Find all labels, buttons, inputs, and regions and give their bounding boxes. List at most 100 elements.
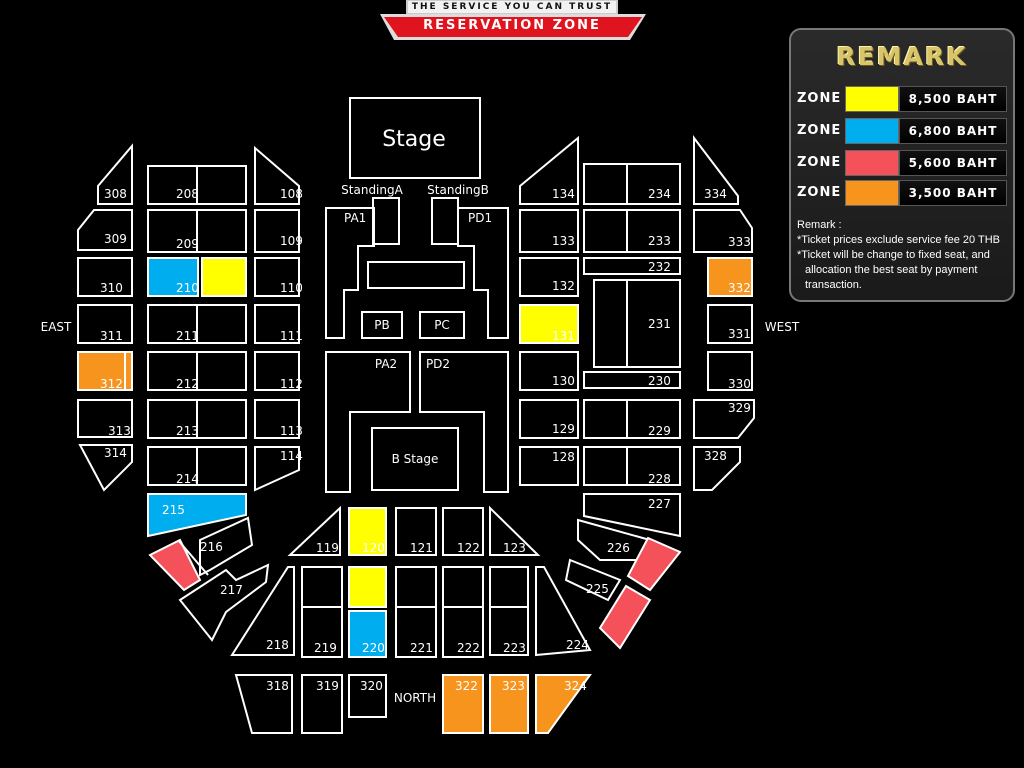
- section-234[interactable]: [583, 163, 681, 205]
- section-223[interactable]: [489, 566, 529, 656]
- section-122[interactable]: [442, 507, 484, 556]
- section-226[interactable]: [577, 518, 652, 561]
- section-131[interactable]: [519, 304, 579, 344]
- section-230[interactable]: [583, 371, 681, 389]
- section-210-blue[interactable]: [147, 257, 199, 297]
- section-label-217: 217: [220, 583, 243, 597]
- section-pb[interactable]: [361, 311, 403, 339]
- section-128[interactable]: [519, 446, 579, 486]
- section-216-red[interactable]: [148, 538, 202, 592]
- section-329[interactable]: [693, 399, 755, 439]
- section-328[interactable]: [693, 446, 741, 491]
- section-332[interactable]: [707, 257, 753, 297]
- section-label-234: 234: [648, 187, 671, 201]
- section-label-131: 131: [552, 329, 575, 343]
- label-north: NORTH: [394, 691, 436, 705]
- stage-runway[interactable]: [367, 261, 465, 289]
- section-113[interactable]: [254, 399, 300, 439]
- section-320[interactable]: [348, 674, 387, 718]
- section-311[interactable]: [77, 304, 133, 344]
- section-334[interactable]: [693, 135, 739, 205]
- standing-a-block[interactable]: [372, 197, 400, 245]
- section-label-225: 225: [586, 582, 609, 596]
- standing-b-block[interactable]: [431, 197, 459, 245]
- label-standing-b: StandingB: [427, 183, 489, 197]
- section-132[interactable]: [519, 257, 579, 297]
- legend-price: 6,800 BAHT: [899, 118, 1007, 144]
- section-label-111: 111: [280, 329, 303, 343]
- section-323[interactable]: [489, 674, 529, 734]
- section-label-330: 330: [728, 377, 751, 391]
- section-217[interactable]: [178, 563, 270, 642]
- section-119[interactable]: [287, 505, 341, 556]
- section-label-320: 320: [360, 679, 383, 693]
- remark-note: Remark :: [797, 219, 842, 231]
- section-label-112: 112: [280, 377, 303, 391]
- header-banner: [384, 17, 642, 37]
- section-225-red[interactable]: [598, 584, 652, 650]
- section-label-308: 308: [104, 187, 127, 201]
- section-121[interactable]: [395, 507, 437, 556]
- section-233[interactable]: [583, 209, 681, 253]
- section-label-218: 218: [266, 638, 289, 652]
- remark-note: allocation the best seat by payment: [805, 264, 978, 276]
- section-224[interactable]: [535, 566, 592, 657]
- section-313[interactable]: [77, 399, 133, 438]
- section-133[interactable]: [519, 209, 579, 253]
- section-221[interactable]: [395, 566, 437, 658]
- section-pc[interactable]: [419, 311, 465, 339]
- section-318[interactable]: [234, 674, 293, 734]
- standing-pd2[interactable]: [419, 351, 509, 493]
- section-108[interactable]: [254, 145, 300, 205]
- section-label-113: 113: [280, 424, 303, 438]
- section-112[interactable]: [254, 351, 300, 391]
- section-324[interactable]: [535, 674, 592, 734]
- section-330[interactable]: [707, 351, 753, 391]
- section-109[interactable]: [254, 209, 300, 253]
- section-226-red[interactable]: [626, 536, 682, 592]
- section-114[interactable]: [254, 446, 300, 492]
- section-232[interactable]: [583, 257, 681, 275]
- standing-pa1[interactable]: [325, 207, 375, 339]
- section-308[interactable]: [97, 143, 133, 205]
- section-130[interactable]: [519, 351, 579, 391]
- section-label-230: 230: [648, 374, 671, 388]
- section-309[interactable]: [77, 209, 133, 251]
- section-229[interactable]: [583, 399, 681, 439]
- section-220-yellow[interactable]: [348, 566, 387, 608]
- section-225[interactable]: [564, 558, 622, 602]
- section-333[interactable]: [693, 209, 753, 253]
- section-129[interactable]: [519, 399, 579, 439]
- section-215[interactable]: [147, 493, 247, 538]
- remark-notes: Remark : *Ticket prices exclude service …: [797, 218, 1011, 293]
- section-210-yellow[interactable]: [201, 257, 247, 297]
- section-123[interactable]: [489, 505, 541, 556]
- section-228[interactable]: [583, 446, 681, 486]
- section-220-blue[interactable]: [348, 610, 387, 658]
- section-312[interactable]: [77, 351, 133, 391]
- section-314[interactable]: [78, 444, 133, 492]
- section-322[interactable]: [442, 674, 484, 734]
- standing-pa2[interactable]: [325, 351, 411, 493]
- section-label-233: 233: [648, 234, 671, 248]
- section-331[interactable]: [707, 304, 753, 344]
- section-label-228: 228: [648, 472, 671, 486]
- remark-note: *Ticket prices exclude service fee 20 TH…: [797, 234, 1000, 246]
- section-label-128: 128: [552, 450, 575, 464]
- section-216[interactable]: [199, 516, 254, 577]
- standing-pd1[interactable]: [457, 207, 509, 339]
- section-310[interactable]: [77, 257, 133, 297]
- label-pc: PC: [434, 318, 450, 332]
- section-319[interactable]: [301, 674, 343, 734]
- section-label-227: 227: [648, 497, 671, 511]
- section-120[interactable]: [348, 507, 387, 556]
- section-222[interactable]: [442, 566, 484, 658]
- section-227[interactable]: [583, 493, 681, 538]
- section-218[interactable]: [230, 566, 295, 656]
- section-219[interactable]: [301, 566, 343, 658]
- section-111[interactable]: [254, 304, 300, 344]
- section-110[interactable]: [254, 257, 300, 297]
- section-231[interactable]: [593, 279, 681, 368]
- legend-price: 5,600 BAHT: [899, 150, 1007, 176]
- section-134[interactable]: [519, 135, 579, 205]
